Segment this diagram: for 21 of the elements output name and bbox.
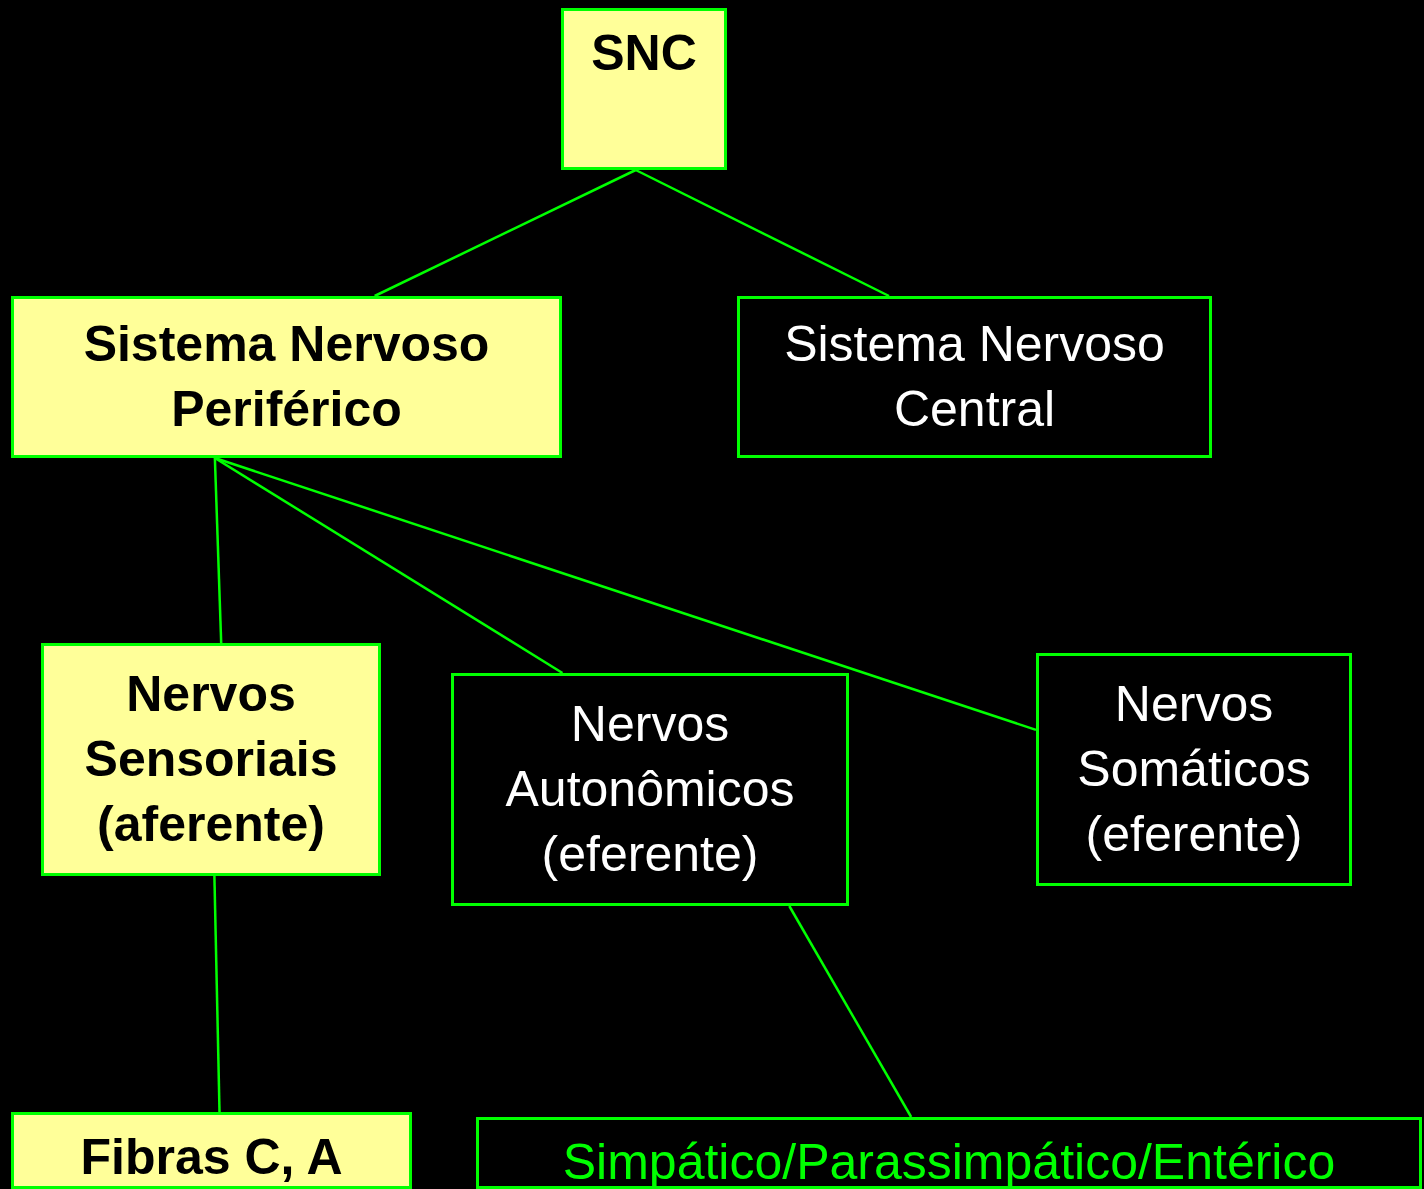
node-box: [11, 1112, 412, 1189]
node-label: Sistema Nervoso Periférico: [82, 315, 491, 439]
node-box: [737, 296, 1212, 458]
node-box: [451, 673, 849, 906]
node-box: [11, 296, 562, 458]
node-label: Nervos Somáticos (eferente): [1076, 675, 1312, 864]
node-box: [476, 1117, 1422, 1189]
node-label: Nervos Autonômicos (eferente): [504, 695, 796, 884]
connector-line: [213, 457, 223, 644]
connector-line: [374, 168, 637, 298]
connector-line: [213, 875, 221, 1113]
node-label: Nervos Sensoriais (aferente): [83, 665, 339, 854]
node-box: [561, 8, 727, 170]
node-label: Sistema Nervoso Central: [783, 315, 1166, 439]
node-label: SNC: [590, 24, 698, 83]
node-label: Fibras C, A: [79, 1128, 344, 1187]
node-label: Simpático/Parassimpático/Entérico: [561, 1133, 1337, 1189]
connector-line: [788, 905, 913, 1118]
node-box: [1036, 653, 1352, 886]
connector-line: [635, 168, 890, 298]
node-box: [41, 643, 381, 876]
